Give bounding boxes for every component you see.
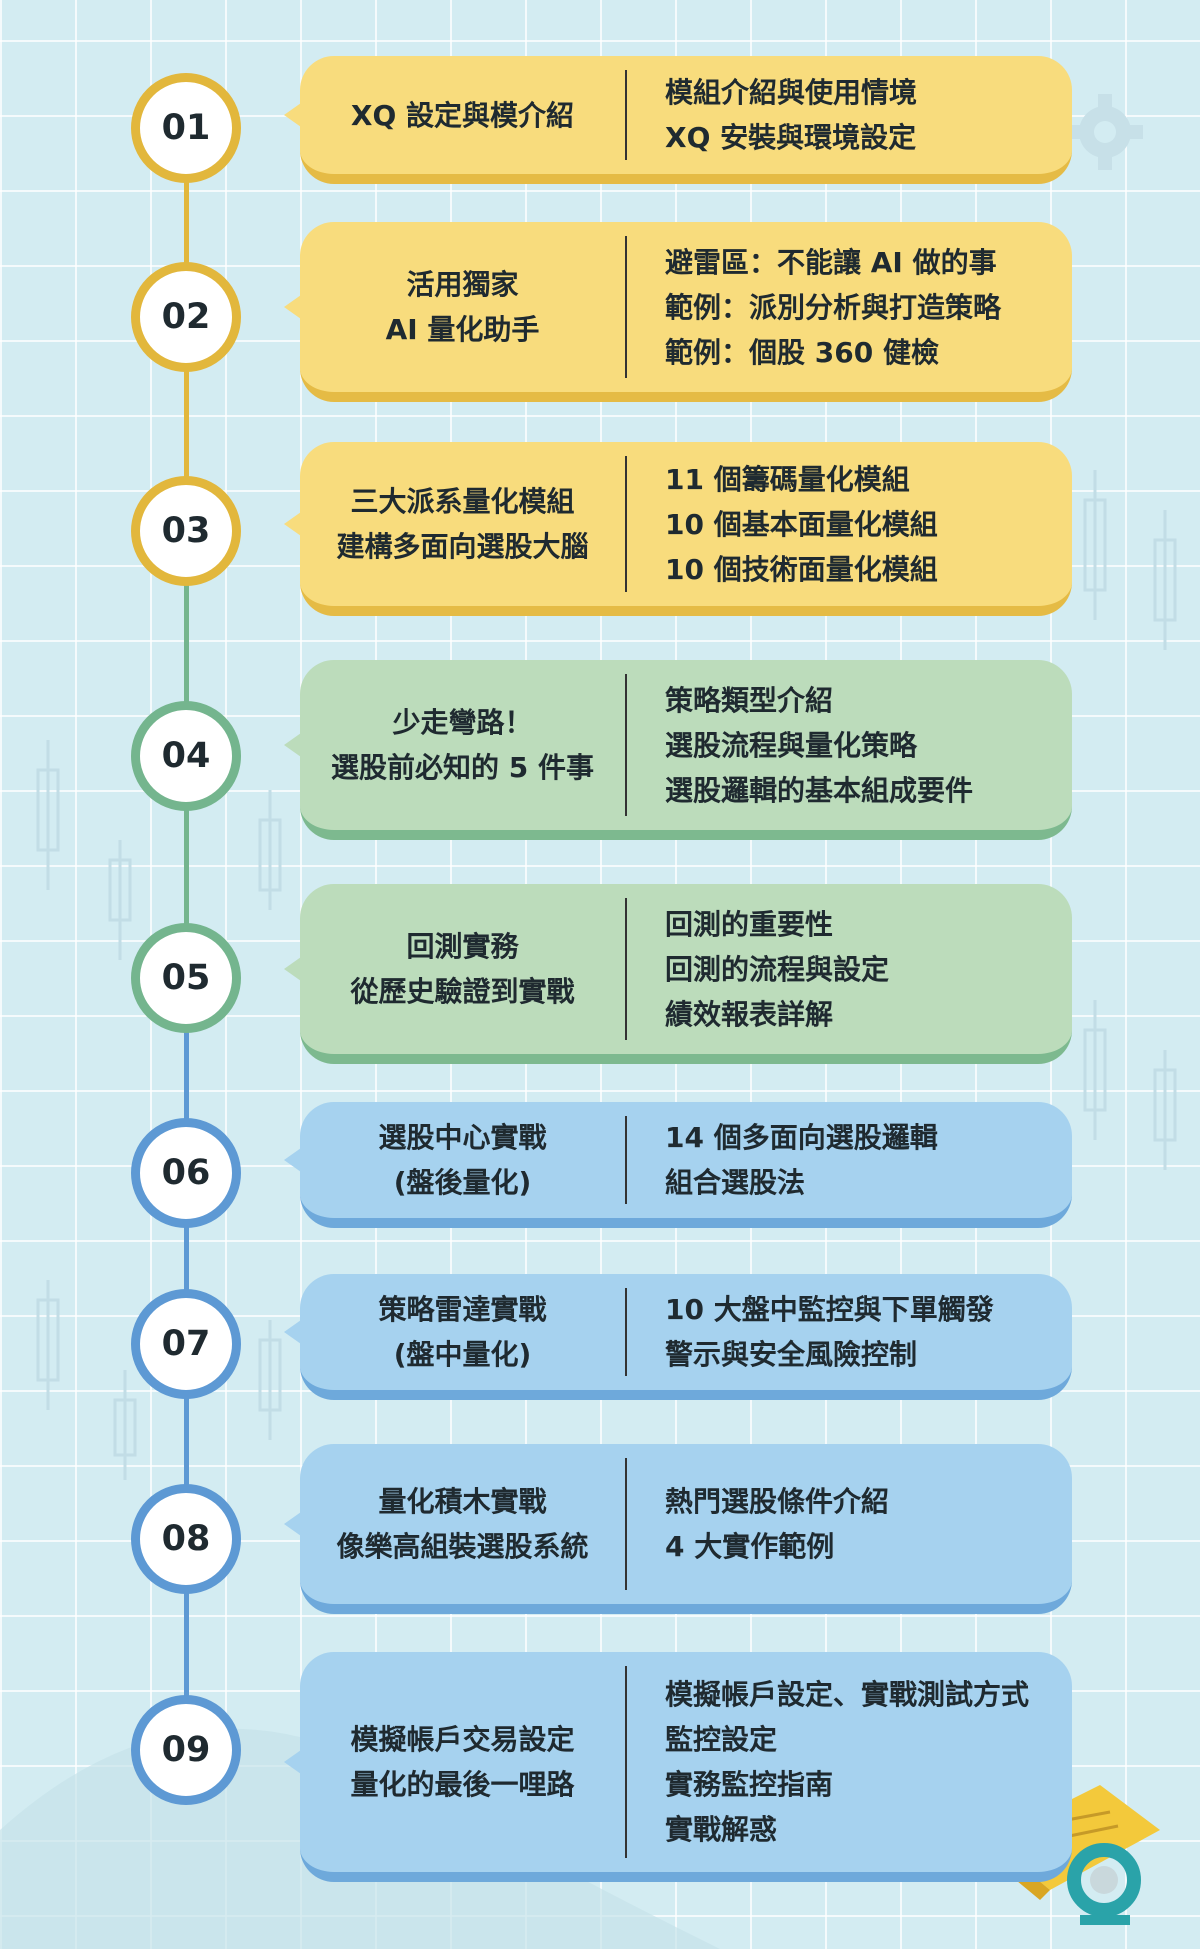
module-title-line: 回測實務 bbox=[406, 930, 519, 963]
module-title-line: 選股前必知的 5 件事 bbox=[331, 751, 594, 784]
card-divider bbox=[625, 1666, 627, 1858]
candlestick-decoration bbox=[36, 470, 1177, 1480]
module-topics: 10 大盤中監控與下單觸發 警示與安全風險控制 bbox=[627, 1287, 994, 1377]
module-topic-item: 選股邏輯的基本組成要件 bbox=[665, 773, 974, 807]
module-title: 量化積木實戰 像樂高組裝選股系統 bbox=[300, 1479, 625, 1569]
module-title-line: 像樂高組裝選股系統 bbox=[336, 1530, 589, 1563]
module-card-08: 量化積木實戰 像樂高組裝選股系統 熱門選股條件介紹 4 大實作範例 bbox=[300, 1444, 1072, 1614]
module-title-line: 建構多面向選股大腦 bbox=[336, 530, 589, 563]
module-card-09: 模擬帳戶交易設定 量化的最後一哩路 模擬帳戶設定、實戰測試方式 監控設定 實務監… bbox=[300, 1652, 1072, 1882]
module-topic-item: 警示與安全風險控制 bbox=[665, 1338, 918, 1371]
module-topic-item: 回測的重要性 bbox=[665, 907, 834, 941]
module-title-line: 三大派系量化模組 bbox=[350, 485, 575, 518]
module-title: XQ 設定與模介紹 bbox=[300, 93, 625, 138]
module-topic-item: 10 個技術面量化模組 bbox=[665, 552, 938, 586]
step-number-01: 01 bbox=[131, 73, 241, 183]
module-title-line: 模擬帳戶交易設定 bbox=[350, 1723, 575, 1756]
module-title-line: XQ 設定與模介紹 bbox=[350, 98, 575, 132]
module-topic-item: 範例：個股 360 健檢 bbox=[665, 335, 939, 369]
module-topic-item: 回測的流程與設定 bbox=[665, 952, 890, 986]
module-topics: 避雷區：不能讓 AI 做的事 範例：派別分析與打造策略 範例：個股 360 健檢 bbox=[627, 240, 1001, 375]
card-divider bbox=[625, 674, 627, 816]
module-card-03: 三大派系量化模組 建構多面向選股大腦 11 個籌碼量化模組 10 個基本面量化模… bbox=[300, 442, 1072, 616]
module-title-line: 選股中心實戰 bbox=[378, 1121, 547, 1154]
module-card-04: 少走彎路！ 選股前必知的 5 件事 策略類型介紹 選股流程與量化策略 選股邏輯的… bbox=[300, 660, 1072, 840]
step-number-07: 07 bbox=[131, 1289, 241, 1399]
module-topics: 14 個多面向選股邏輯 組合選股法 bbox=[627, 1115, 938, 1205]
card-divider bbox=[625, 1116, 627, 1204]
module-card-05: 回測實務 從歷史驗證到實戰 回測的重要性 回測的流程與設定 績效報表詳解 bbox=[300, 884, 1072, 1064]
card-divider bbox=[625, 1458, 627, 1590]
module-topic-item: 績效報表詳解 bbox=[665, 997, 834, 1031]
module-topic-item: 實務監控指南 bbox=[665, 1768, 834, 1801]
module-topic-item: 熱門選股條件介紹 bbox=[665, 1485, 890, 1518]
module-topic-item: 4 大實作範例 bbox=[665, 1530, 835, 1563]
module-topic-item: 10 大盤中監控與下單觸發 bbox=[665, 1293, 994, 1326]
module-topics: 熱門選股條件介紹 4 大實作範例 bbox=[627, 1479, 889, 1569]
module-topic-item: 模組介紹與使用情境 bbox=[665, 76, 918, 109]
module-card-01: XQ 設定與模介紹 模組介紹與使用情境 XQ 安裝與環境設定 bbox=[300, 56, 1072, 184]
module-title: 選股中心實戰 (盤後量化) bbox=[300, 1115, 625, 1205]
module-topic-item: 策略類型介紹 bbox=[665, 683, 834, 717]
module-topic-item: 範例：派別分析與打造策略 bbox=[665, 290, 1002, 324]
step-number-05: 05 bbox=[131, 923, 241, 1033]
card-divider bbox=[625, 898, 627, 1040]
module-topic-item: 實戰解惑 bbox=[665, 1813, 778, 1846]
module-topic-item: 監控設定 bbox=[665, 1723, 778, 1756]
step-number-03: 03 bbox=[131, 476, 241, 586]
module-topics: 策略類型介紹 選股流程與量化策略 選股邏輯的基本組成要件 bbox=[627, 678, 973, 813]
module-topic-item: 模擬帳戶設定、實戰測試方式 bbox=[665, 1678, 1030, 1711]
module-topic-item: 11 個籌碼量化模組 bbox=[665, 462, 910, 496]
module-title-line: 量化的最後一哩路 bbox=[350, 1768, 575, 1801]
module-topic-item: 選股流程與量化策略 bbox=[665, 728, 918, 762]
module-title-line: 少走彎路！ bbox=[392, 706, 533, 739]
gear-icon bbox=[1067, 94, 1143, 170]
module-title-line: 活用獨家 bbox=[406, 268, 519, 301]
card-divider bbox=[625, 236, 627, 378]
module-topic-item: 14 個多面向選股邏輯 bbox=[665, 1121, 938, 1154]
module-title-line: 量化積木實戰 bbox=[378, 1485, 547, 1518]
module-card-06: 選股中心實戰 (盤後量化) 14 個多面向選股邏輯 組合選股法 bbox=[300, 1102, 1072, 1228]
card-divider bbox=[625, 70, 627, 160]
module-topic-item: 避雷區：不能讓 AI 做的事 bbox=[665, 245, 997, 279]
module-title: 少走彎路！ 選股前必知的 5 件事 bbox=[300, 700, 625, 790]
module-topics: 回測的重要性 回測的流程與設定 績效報表詳解 bbox=[627, 902, 889, 1037]
module-card-02: 活用獨家 AI 量化助手 避雷區：不能讓 AI 做的事 範例：派別分析與打造策略… bbox=[300, 222, 1072, 402]
module-title-line: AI 量化助手 bbox=[385, 313, 540, 346]
module-title-line: 從歷史驗證到實戰 bbox=[350, 975, 575, 1008]
step-number-04: 04 bbox=[131, 701, 241, 811]
module-topics: 模組介紹與使用情境 XQ 安裝與環境設定 bbox=[627, 70, 917, 160]
module-topics: 11 個籌碼量化模組 10 個基本面量化模組 10 個技術面量化模組 bbox=[627, 457, 938, 592]
module-topic-item: XQ 安裝與環境設定 bbox=[665, 121, 917, 154]
module-topics: 模擬帳戶設定、實戰測試方式 監控設定 實務監控指南 實戰解惑 bbox=[627, 1672, 1029, 1852]
step-number-02: 02 bbox=[131, 262, 241, 372]
step-number-09: 09 bbox=[131, 1695, 241, 1805]
module-title: 策略雷達實戰 (盤中量化) bbox=[300, 1287, 625, 1377]
step-number-06: 06 bbox=[131, 1118, 241, 1228]
module-card-07: 策略雷達實戰 (盤中量化) 10 大盤中監控與下單觸發 警示與安全風險控制 bbox=[300, 1274, 1072, 1400]
card-divider bbox=[625, 1288, 627, 1376]
module-title: 三大派系量化模組 建構多面向選股大腦 bbox=[300, 479, 625, 569]
module-title-line: (盤後量化) bbox=[393, 1166, 532, 1199]
module-topic-item: 10 個基本面量化模組 bbox=[665, 507, 938, 541]
step-number-08: 08 bbox=[131, 1484, 241, 1594]
module-topic-item: 組合選股法 bbox=[665, 1166, 806, 1199]
module-title: 活用獨家 AI 量化助手 bbox=[300, 262, 625, 352]
module-title-line: (盤中量化) bbox=[393, 1338, 532, 1371]
card-divider bbox=[625, 456, 627, 592]
module-title: 模擬帳戶交易設定 量化的最後一哩路 bbox=[300, 1717, 625, 1807]
module-title: 回測實務 從歷史驗證到實戰 bbox=[300, 924, 625, 1014]
module-title-line: 策略雷達實戰 bbox=[378, 1293, 547, 1326]
